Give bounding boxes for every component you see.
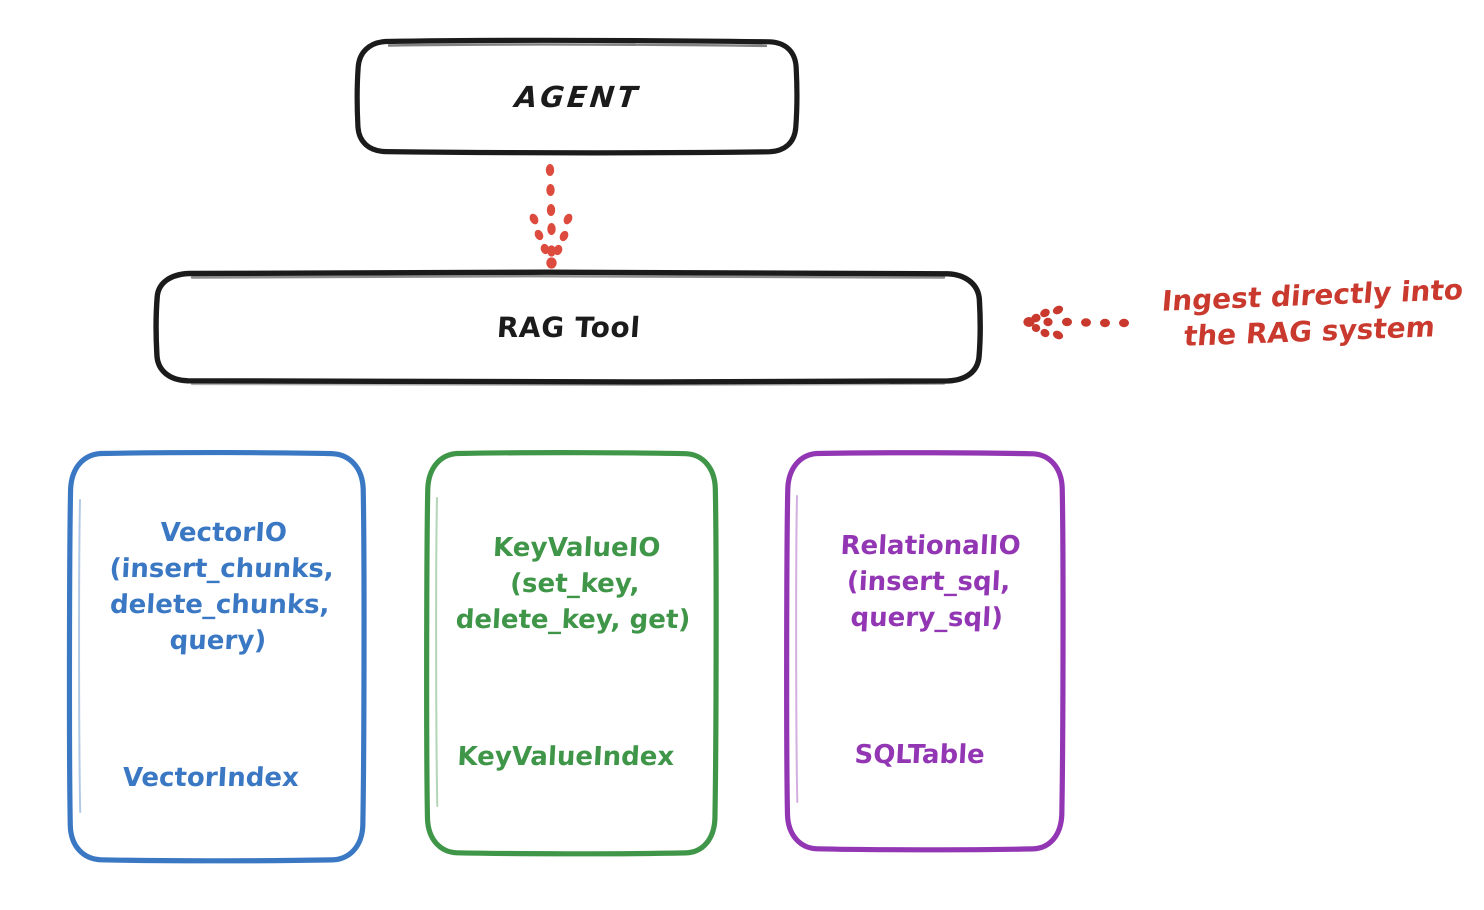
relational-io-interface-label: RelationalIO (insert_sql, query_sql) bbox=[840, 530, 1022, 633]
vector-io-text: VectorIO (insert_chunks, delete_chunks, … bbox=[90, 480, 345, 833]
key-value-io-node[interactable]: KeyValueIO (set_key, delete_key, get) Ke… bbox=[427, 452, 716, 854]
key-value-io-text: KeyValueIO (set_key, delete_key, get) Ke… bbox=[440, 495, 703, 812]
vector-io-index-label: VectorIndex bbox=[121, 763, 300, 794]
relational-io-index-label: SQLTable bbox=[854, 740, 986, 771]
relational-io-box-outline bbox=[784, 450, 1066, 853]
key-value-io-index-label: KeyValueIndex bbox=[456, 741, 676, 772]
key-value-io-interface-label: KeyValueIO (set_key, delete_key, get) bbox=[455, 532, 692, 635]
vector-io-interface-label: VectorIO (insert_chunks, delete_chunks, … bbox=[108, 517, 335, 656]
rag-tool-label: RAG Tool bbox=[495, 310, 642, 344]
relational-io-node[interactable]: RelationalIO (insert_sql, query_sql) SQL… bbox=[788, 452, 1063, 851]
key-value-io-box-outline bbox=[424, 450, 719, 857]
key-value-io-spacer bbox=[452, 674, 688, 704]
agent-to-rag-tool-arrow bbox=[529, 164, 573, 269]
relational-io-spacer bbox=[833, 672, 1015, 702]
rag-tool-node[interactable]: RAG Tool bbox=[156, 272, 981, 382]
rag-tool-box-outline bbox=[153, 269, 984, 387]
agent-node[interactable]: AGENT bbox=[357, 40, 798, 153]
agent-box-outline bbox=[354, 37, 800, 156]
vector-io-spacer bbox=[101, 695, 327, 725]
vector-io-node[interactable]: VectorIO (insert_chunks, delete_chunks, … bbox=[70, 452, 364, 861]
vector-io-box-outline bbox=[66, 449, 367, 864]
ingest-annotation-label: Ingest directly into the RAG system bbox=[1160, 273, 1465, 353]
annotation-to-rag-tool-arrow bbox=[1023, 305, 1129, 340]
relational-io-text: RelationalIO (insert_sql, query_sql) SQL… bbox=[821, 493, 1030, 810]
agent-label: AGENT bbox=[513, 79, 642, 114]
